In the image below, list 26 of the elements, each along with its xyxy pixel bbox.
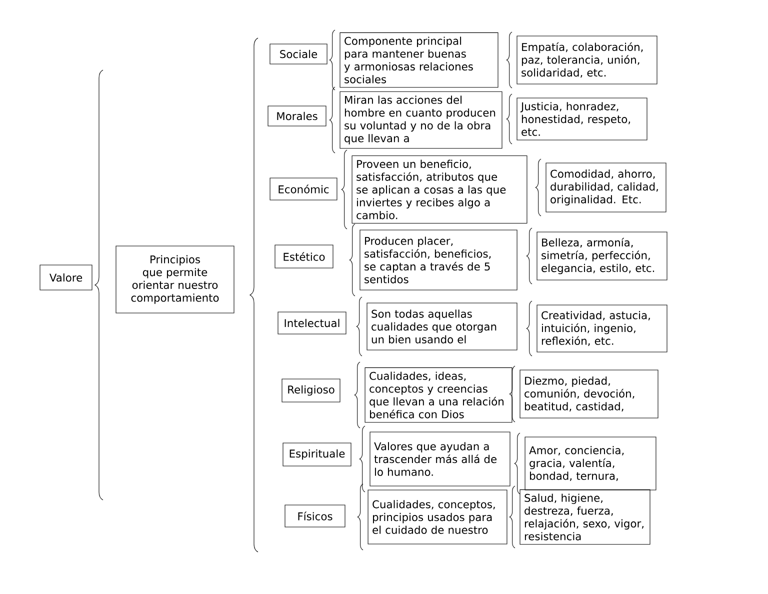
category-box: Estético (274, 244, 334, 268)
category-box: Morales (268, 106, 326, 126)
text-box: Comodidad, ahorro, durabilidad, calidad, originalidad. Etc. (546, 162, 666, 212)
category-box: Espirituale (282, 442, 352, 466)
text-box: Principios que permite orientar nuestro comportamiento (116, 246, 234, 314)
text-box: Creatividad, astucia, intuición, ingenio, reflexión, etc. (536, 304, 668, 352)
category-box: Intelectual (278, 312, 346, 334)
category-box: Económic (270, 178, 338, 200)
text-box: Empatía, colaboración, paz, tolerancia, unión, solidaridad, etc. (516, 36, 658, 84)
text-box: Amor, conciencia, gracia, valentía, bondad, ternura, (524, 436, 656, 490)
category-box: Religioso (282, 378, 340, 402)
text-box: Belleza, armonía, simetría, perfección, elegancia, estilo, etc. (536, 232, 668, 280)
text-box: Componente principal para mantener buenas y armoniosas relaciones sociales (340, 32, 498, 88)
text-box: Miran las acciones del hombre en cuanto producen su voluntad y no de la obra que llevan a (340, 91, 502, 149)
text-box: Diezmo, piedad, comunión, devoción, beatitud, castidad, (520, 370, 658, 418)
text-box: Producen placer, satisfacción, beneficios, se captan a través de 5 sentidos (360, 230, 518, 290)
text-box: Proveen un beneficio, satisfacción, atributos que se aplican a cosas a las que inviertes y recibes algo a cambio. (352, 156, 528, 224)
text-box: Cualidades, ideas, conceptos y creencias que llevan a una relación benéfica con Dios (364, 367, 512, 423)
text-box: Cualidades, conceptos, principios usados para el cuidado de nuestro (368, 490, 508, 544)
text-box: Justicia, honradez, honestidad, respeto, etc. (516, 98, 648, 140)
text-box: Son todas aquellas cualidades que otorgan un bien usando el (366, 302, 518, 350)
category-box: Sociale (270, 44, 328, 64)
category-box: Físicos (284, 504, 346, 528)
text-box: Salud, higiene, destreza, fuerza, relajación, sexo, vigor, resistencia (520, 489, 650, 545)
root-box: Valore (40, 264, 92, 290)
text-box: Valores que ayudan a trascender más allá de lo humano. (370, 432, 510, 486)
